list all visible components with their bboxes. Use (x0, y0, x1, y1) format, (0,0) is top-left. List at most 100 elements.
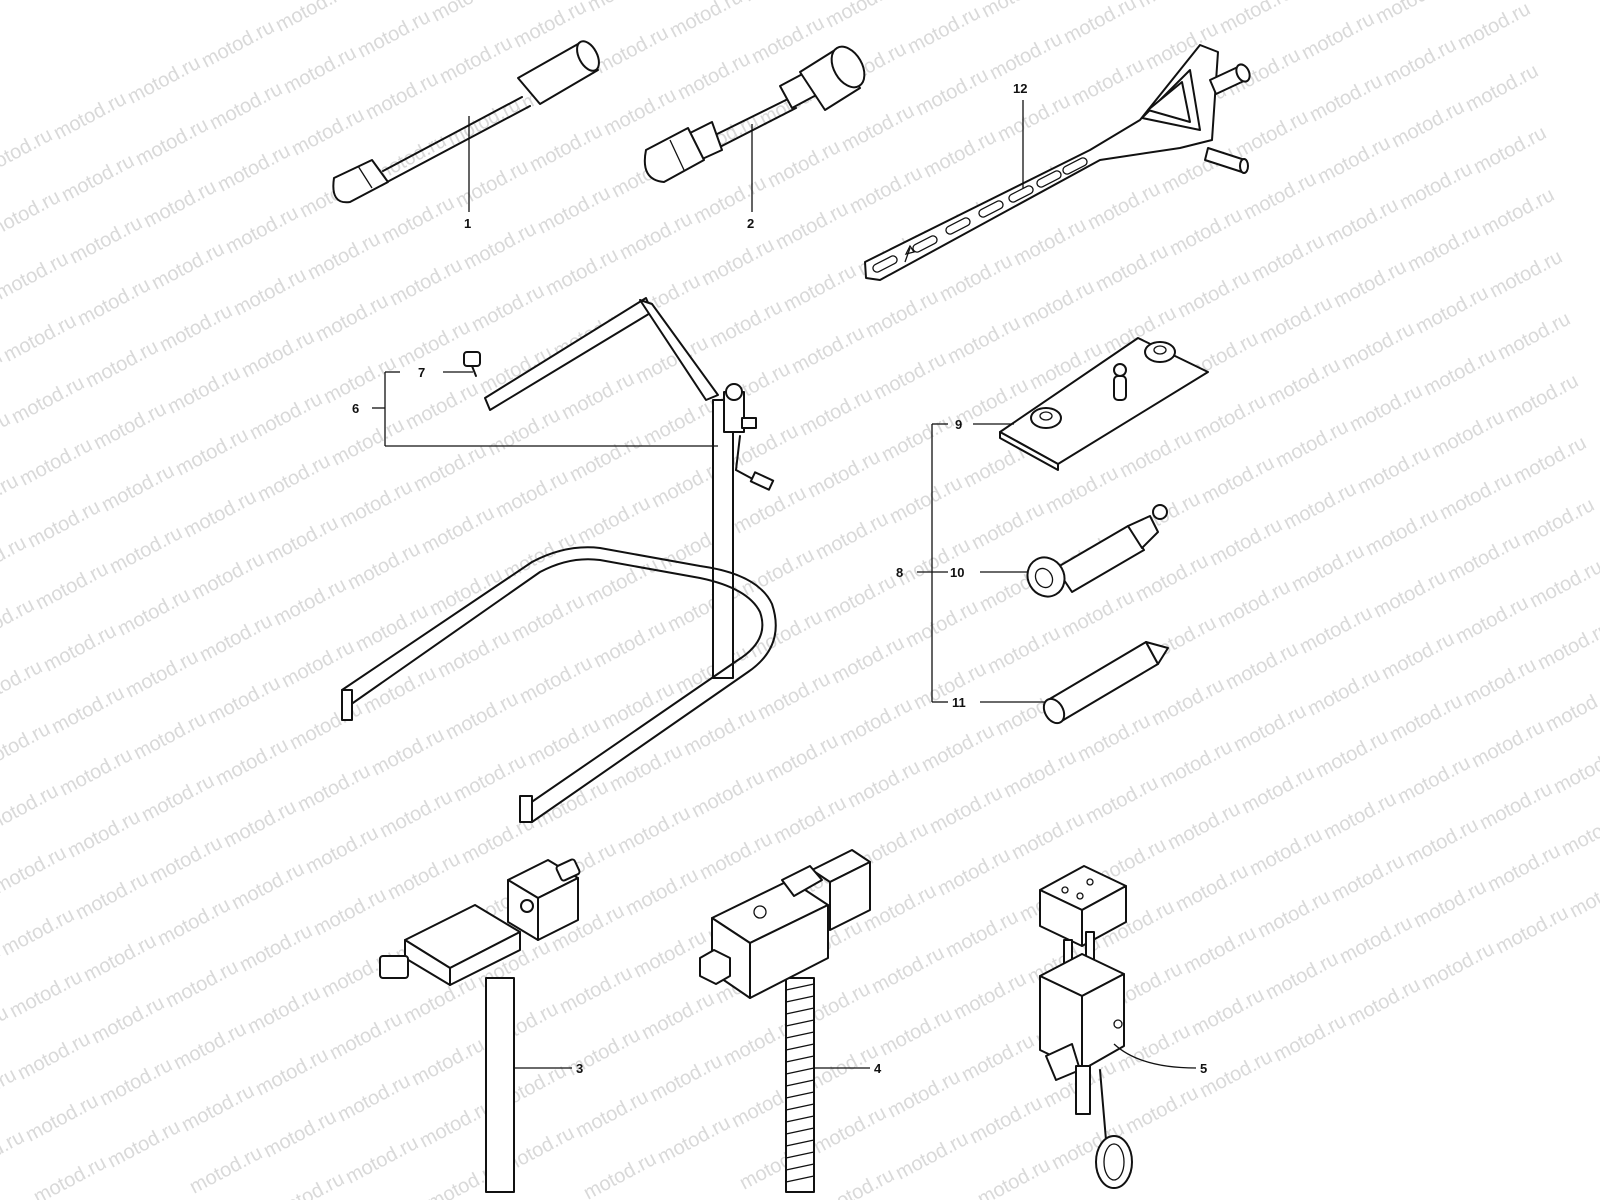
watermark-text: motod.ru (1338, 318, 1418, 374)
watermark-text: motod.ru (846, 162, 926, 218)
watermark-text: motod.ru (822, 0, 902, 32)
watermark-text: motod.ru (886, 472, 966, 528)
watermark-text: motod.ru (1196, 1046, 1276, 1102)
watermark-text: motod.ru (574, 492, 654, 548)
watermark-text: motod.ru (1330, 256, 1410, 312)
watermark-text: motod.ru (1566, 866, 1600, 922)
watermark-text: motod.ru (104, 1116, 184, 1172)
callout-6: 6 (352, 401, 359, 416)
watermark-text: motod.ru (1084, 178, 1164, 234)
watermark-text: motod.ru (228, 858, 308, 914)
watermark-text: motod.ru (698, 234, 778, 290)
callout-10: 10 (950, 565, 964, 580)
watermark-text: motod.ru (892, 1128, 972, 1184)
watermark-text: motod.ru (170, 1018, 250, 1074)
watermark-text: motod.ru (838, 100, 918, 156)
watermark-text: motod.ru (1232, 106, 1312, 162)
watermark-text: motod.ru (1322, 194, 1402, 250)
watermark-text: motod.ru (304, 228, 384, 284)
watermark-text: motod.ru (82, 336, 162, 392)
watermark-text: motod.ru (146, 832, 226, 888)
watermark-text: motod.ru (0, 656, 46, 712)
watermark-text: motod.ru (1230, 700, 1310, 756)
watermark-text: motod.ru (1290, 0, 1370, 2)
watermark-text: motod.ru (268, 1168, 348, 1200)
callout-7: 7 (418, 365, 425, 380)
watermark-text: motod.ru (984, 622, 1064, 678)
watermark-text: motod.ru (140, 176, 220, 232)
watermark-text: motod.ru (354, 6, 434, 62)
watermark-text: motod.ru (302, 822, 382, 878)
watermark-text: motod.ru (666, 0, 746, 42)
watermark-text: motod.ru (942, 906, 1022, 962)
watermark-text: motod.ru (1436, 468, 1516, 524)
watermark-text: motod.ru (762, 730, 842, 786)
watermark-text: motod.ru (910, 658, 990, 714)
watermark-text: motod.ru (1060, 0, 1140, 48)
watermark-text: motod.ru (884, 1066, 964, 1122)
watermark-text: motod.ru (16, 434, 96, 490)
watermark-text: motod.ru (1254, 886, 1334, 942)
watermark-text: motod.ru (1452, 592, 1532, 648)
watermark-text: motod.ru (1402, 814, 1482, 870)
watermark-text: motod.ru (468, 280, 548, 336)
watermark-text: motod.ru (918, 720, 998, 776)
watermark-text: motod.ru (1558, 804, 1600, 860)
watermark-text: motod.ru (434, 626, 514, 682)
watermark-text: motod.ru (1164, 798, 1244, 854)
watermark-text: motod.ru (342, 1132, 422, 1188)
watermark-text: motod.ru (66, 212, 146, 268)
watermark-text: motod.ru (138, 770, 218, 826)
watermark-text: motod.ru (934, 844, 1014, 900)
watermark-text: motod.ru (558, 368, 638, 424)
watermark-text: motod.ru (1386, 690, 1466, 746)
watermark-text: motod.ru (1122, 1082, 1202, 1138)
watermark-text: motod.ru (1412, 282, 1492, 338)
watermark-text: motod.ru (986, 28, 1066, 84)
callout-9: 9 (955, 417, 962, 432)
watermark-text: motod.ru (1328, 850, 1408, 906)
watermark-text: motod.ru (0, 594, 38, 650)
watermark-text: motod.ru (740, 0, 820, 6)
callout-2: 2 (747, 216, 754, 231)
watermark-text: motod.ru (400, 972, 480, 1028)
watermark-text: motod.ru (894, 534, 974, 590)
watermark-text: motod.ru (132, 114, 212, 170)
watermark-text: motod.ru (1462, 60, 1542, 116)
watermark-text: motod.ru (1380, 34, 1460, 90)
watermark-text: motod.ru (1444, 530, 1524, 586)
watermark-text: motod.ru (1550, 742, 1600, 798)
watermark-text: motod.ru (178, 1080, 258, 1136)
watermark-text: motod.ru (746, 606, 826, 662)
watermark-text: motod.ru (532, 776, 612, 832)
watermark-text: motod.ru (640, 394, 720, 450)
watermark-text: motod.ru (484, 404, 564, 460)
watermark-text: motod.ru (254, 450, 334, 506)
watermark-text: motod.ru (198, 16, 278, 72)
watermark-text: motod.ru (1180, 922, 1260, 978)
watermark-text: motod.ru (368, 724, 448, 780)
watermark-text: motod.ru (1396, 158, 1476, 214)
watermark-text: motod.ru (452, 156, 532, 212)
tool-6-stand (341, 297, 777, 823)
watermark-text: motod.ru (1378, 628, 1458, 684)
watermark-text: motod.ru (172, 424, 252, 480)
watermark-text: motod.ru (1008, 808, 1088, 864)
watermark-text: motod.ru (904, 2, 984, 58)
watermark-text: motod.ru (706, 296, 786, 352)
callout-12: 12 (1013, 81, 1027, 96)
callout-3: 3 (576, 1061, 583, 1076)
watermark-text: motod.ru (1420, 344, 1500, 400)
watermark-text: motod.ru (436, 32, 516, 88)
tool-10-puller (1026, 504, 1168, 598)
watermark-text: motod.ru (244, 982, 324, 1038)
watermark-text: motod.ru (0, 780, 62, 836)
tool-12-holding-bar (864, 44, 1251, 281)
watermark-text: motod.ru (556, 962, 636, 1018)
watermark-text: motod.ru (1288, 540, 1368, 596)
watermark-text: motod.ru (0, 718, 54, 774)
screw-thread (785, 983, 815, 1183)
watermark-text: motod.ru (1470, 122, 1550, 178)
watermark-text: motod.ru (1172, 860, 1252, 916)
watermark-text: motod.ru (270, 574, 350, 630)
